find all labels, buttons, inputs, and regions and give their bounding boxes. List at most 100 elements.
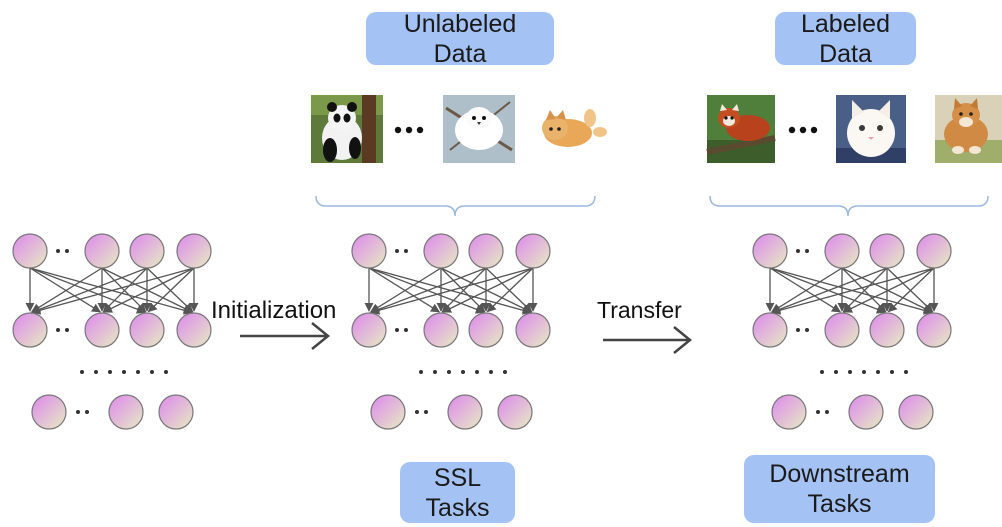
network-node [370, 394, 406, 430]
network-node [752, 312, 788, 348]
network-edge [440, 267, 486, 313]
white-cat-photo [836, 95, 906, 163]
transfer-label: Transfer [597, 297, 682, 323]
layer-ellipsis-dot [122, 370, 126, 374]
network-edge [770, 267, 843, 313]
red-panda-photo [706, 95, 776, 163]
network-node [129, 312, 165, 348]
downstream-tasks-box: Downstream Tasks [744, 455, 935, 523]
network-edge [147, 267, 195, 313]
node-ellipsis-dot [805, 328, 809, 332]
initialization-label: Initialization [211, 297, 337, 324]
network-node [12, 312, 48, 348]
networks-group [12, 233, 952, 430]
labeled-data-box: Labeled Data [775, 9, 916, 68]
initialization-arrow-head [311, 322, 330, 350]
layer-ellipsis-dot [164, 370, 168, 374]
network-node [423, 233, 459, 269]
layer-ellipsis-dot [489, 370, 493, 374]
network-node [129, 233, 165, 269]
network-node [108, 394, 144, 430]
labeled-ellipsis [788, 126, 818, 134]
network-node [497, 394, 533, 430]
network-node [916, 233, 952, 269]
node-ellipsis-dot [415, 410, 419, 414]
network-edge [102, 267, 195, 313]
node-ellipsis-dot [56, 328, 60, 332]
unlabeled-ellipsis [394, 126, 424, 134]
layer-ellipsis-dot [80, 370, 84, 374]
network-edge [29, 267, 102, 313]
unlabeled-data-line2: Data [433, 39, 487, 68]
network-edge [769, 267, 842, 313]
network-node [771, 394, 807, 430]
network-node [752, 233, 788, 269]
network-edge [485, 267, 533, 313]
dog-photo [935, 95, 1002, 163]
network-node [12, 233, 48, 269]
node-ellipsis-dot [56, 249, 60, 253]
node-ellipsis-dot [816, 410, 820, 414]
layer-ellipsis-dot [94, 370, 98, 374]
network-node [351, 233, 387, 269]
network-edge [842, 267, 888, 313]
network-node [468, 233, 504, 269]
transfer-arrow-head [673, 326, 692, 354]
network-node [916, 312, 952, 348]
network-node [869, 233, 905, 269]
layer-ellipsis-dot [461, 370, 465, 374]
node-ellipsis-dot [404, 328, 408, 332]
kitten-photo [536, 95, 610, 163]
ssl-tasks-box: SSL Tasks [400, 462, 515, 523]
network-node [468, 312, 504, 348]
node-ellipsis-dot [395, 328, 399, 332]
network-edge [370, 267, 534, 315]
network-edge [486, 267, 534, 313]
pretrain-network [12, 233, 212, 430]
bird-photo [443, 95, 515, 163]
layer-ellipsis-dot [108, 370, 112, 374]
layer-ellipsis-dot [876, 370, 880, 374]
layer-ellipsis-dot [447, 370, 451, 374]
layer-ellipsis-dot [890, 370, 894, 374]
node-ellipsis-dot [65, 328, 69, 332]
network-node [515, 312, 551, 348]
node-ellipsis-dot [805, 249, 809, 253]
panda-photo [311, 95, 383, 163]
unlabeled-brace [315, 195, 596, 217]
network-edge [771, 267, 935, 315]
unlabeled-data-box: Unlabeled Data [366, 10, 554, 68]
network-node [84, 312, 120, 348]
downstream-network [752, 233, 952, 430]
network-node [158, 394, 194, 430]
network-node [515, 233, 551, 269]
network-node [898, 394, 934, 430]
node-ellipsis-dot [404, 249, 408, 253]
layer-ellipsis-dot [419, 370, 423, 374]
network-edge [146, 267, 194, 313]
network-node [176, 233, 212, 269]
layer-ellipsis-dot [475, 370, 479, 374]
network-edge [769, 267, 886, 314]
network-node [84, 233, 120, 269]
layer-ellipsis-dot [848, 370, 852, 374]
layer-ellipsis-dot [150, 370, 154, 374]
network-edge [368, 267, 441, 313]
network-edge [370, 267, 487, 314]
node-ellipsis-dot [395, 249, 399, 253]
network-node [848, 394, 884, 430]
network-node [176, 312, 212, 348]
network-edge [31, 267, 195, 315]
network-edge [841, 267, 887, 313]
node-ellipsis-dot [85, 410, 89, 414]
network-edge [30, 267, 103, 313]
node-ellipsis-dot [796, 249, 800, 253]
network-edge [886, 267, 934, 313]
labeled-data-line2: Data [819, 39, 872, 68]
network-edge [29, 267, 146, 314]
layer-ellipsis-dot [820, 370, 824, 374]
labeled-data-line1: Labeled [801, 9, 890, 38]
node-ellipsis-dot [825, 410, 829, 414]
layer-ellipsis-dot [503, 370, 507, 374]
